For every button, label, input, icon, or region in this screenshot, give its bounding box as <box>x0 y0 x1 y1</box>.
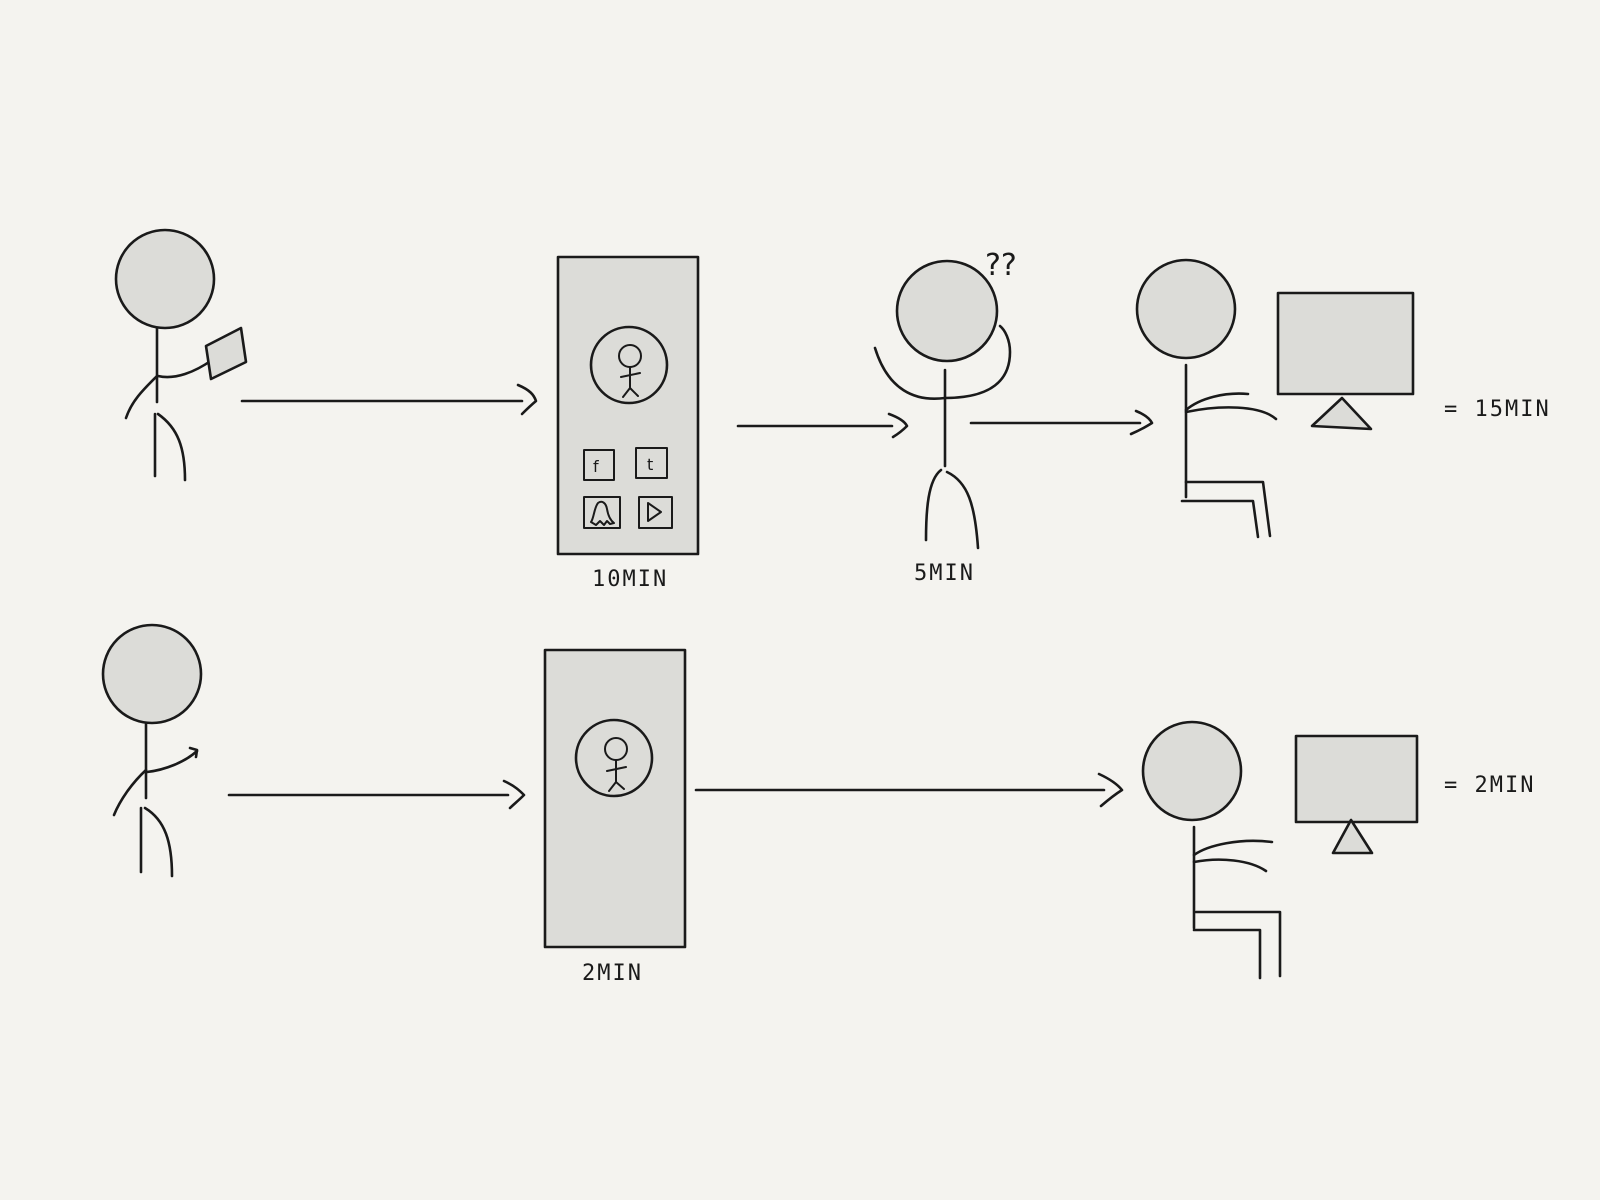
app-logo-badge <box>589 325 669 405</box>
person-lower-arm <box>1184 406 1278 421</box>
phone-screen <box>556 255 700 556</box>
person-pointing <box>101 623 203 878</box>
person-head <box>114 228 216 330</box>
tumblr-glyph: t <box>647 455 653 474</box>
chair-back <box>1184 480 1272 538</box>
row-1-flow: f t 10MIN ?? 5MIN <box>114 228 1551 592</box>
app-logo-badge <box>574 718 654 798</box>
computer-monitor <box>1276 291 1415 396</box>
facebook-glyph: f <box>593 457 599 476</box>
monitor-stand <box>1331 818 1374 855</box>
play-icon <box>638 496 673 529</box>
person-head <box>1135 258 1237 360</box>
arrow-head-icon <box>1097 772 1124 808</box>
person-lower-arm <box>1192 858 1268 873</box>
monitor-stand <box>1310 396 1373 431</box>
person-left-arm <box>873 346 947 400</box>
person-head <box>101 623 203 725</box>
person-upper-arm <box>1184 392 1250 412</box>
person-right-arm <box>145 749 199 774</box>
arrow-3 <box>969 409 1154 436</box>
phone-time-label: 2MIN <box>582 961 643 986</box>
logo-figure-icon <box>620 366 641 398</box>
arrow-head-icon <box>516 383 538 416</box>
person-left-leg <box>924 468 943 542</box>
paper-sheet-icon <box>204 326 248 381</box>
arrow-2 <box>736 412 909 439</box>
logo-figure-icon <box>606 759 627 792</box>
row-2-total-label: = 2MIN <box>1444 773 1535 798</box>
arrow-5 <box>694 772 1124 808</box>
arrow-head-icon <box>1129 409 1154 436</box>
person-with-paper <box>114 228 248 482</box>
tumblr-icon <box>635 447 668 479</box>
phone-single-app <box>543 648 687 949</box>
arrow-head-icon <box>502 779 526 810</box>
question-marks: ?? <box>985 248 1017 283</box>
person-right-arm <box>943 324 1012 400</box>
person-left-arm <box>112 768 148 817</box>
seated-person-at-computer <box>1141 720 1419 980</box>
confused-person: ?? <box>873 248 1017 550</box>
play-triangle <box>647 502 662 522</box>
row-1-total-label: = 15MIN <box>1444 397 1551 422</box>
row-2-flow: 2MIN = 2MIN <box>101 623 1535 986</box>
person-head <box>895 259 999 363</box>
arrow-4 <box>227 779 526 810</box>
person-right-leg <box>156 412 187 482</box>
person-right-arm <box>156 358 214 379</box>
chair-back <box>1194 910 1282 978</box>
phone-time-label: 10MIN <box>592 567 668 592</box>
arrow-head-icon <box>887 412 909 439</box>
seated-person-at-computer <box>1135 258 1415 539</box>
confused-time-label: 5MIN <box>914 561 975 586</box>
phone-with-apps: f t <box>556 255 700 556</box>
person-left-arm <box>124 374 159 420</box>
arrow-1 <box>240 383 538 416</box>
computer-monitor <box>1294 734 1419 824</box>
person-upper-arm <box>1192 839 1274 857</box>
chair-seat <box>1180 499 1260 539</box>
phone-screen <box>543 648 687 949</box>
person-right-leg <box>945 470 980 550</box>
ghost-shape <box>590 500 615 526</box>
facebook-icon <box>583 449 615 481</box>
pointing-hand-icon <box>188 746 199 759</box>
person-head <box>1141 720 1243 822</box>
chair-seat <box>1192 928 1262 980</box>
person-right-leg <box>143 806 174 878</box>
